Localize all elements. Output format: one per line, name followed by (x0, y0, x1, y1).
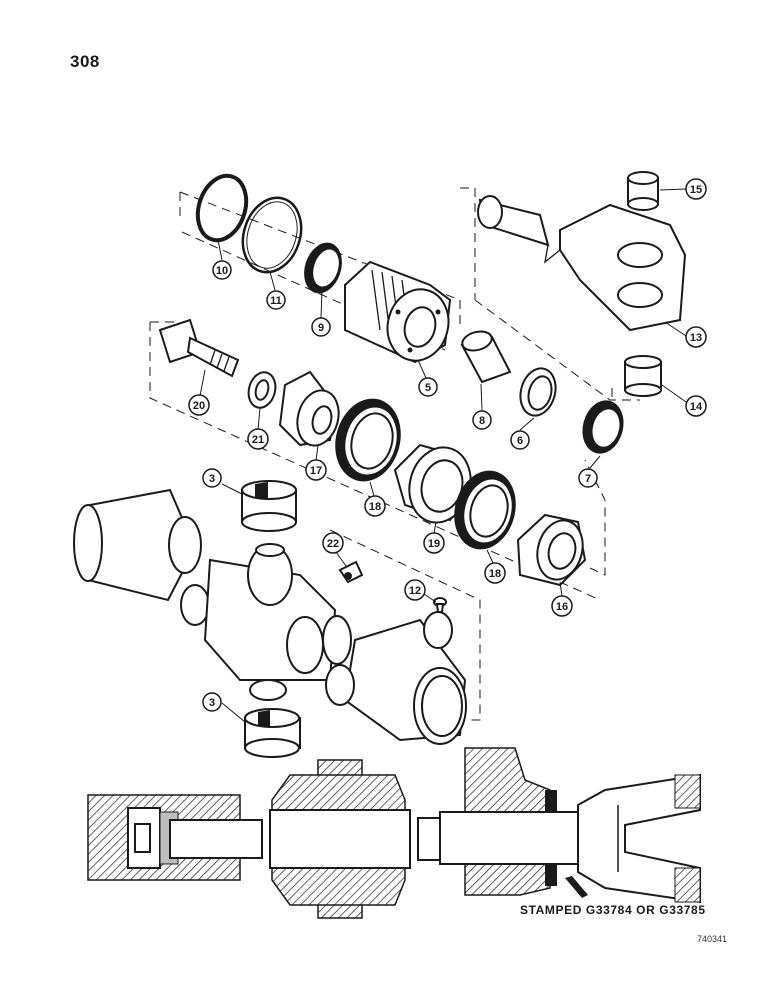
svg-text:20: 20 (193, 400, 205, 412)
part-6-wiper (519, 367, 557, 417)
stamp-note: STAMPED G33784 OR G33785 (520, 903, 706, 917)
part-8-bushing (460, 330, 512, 384)
part-19-piston (393, 443, 472, 524)
part-16-nut (516, 513, 587, 587)
part-12-screw (433, 597, 447, 613)
part-21-washer (247, 371, 277, 409)
svg-text:6: 6 (517, 435, 523, 447)
part-14-bushing (624, 355, 662, 397)
callout-13: 13 (685, 326, 707, 348)
callout-19: 19 (423, 532, 445, 554)
callout-17: 17 (305, 459, 327, 481)
part-3-bushing-upper (241, 480, 297, 532)
svg-text:17: 17 (310, 465, 322, 477)
leader-lines (199, 188, 687, 723)
callout-5: 5 (418, 377, 438, 397)
part-22-grease-fitting (338, 560, 364, 584)
callout-3-lower: 3 (202, 692, 222, 712)
svg-text:7: 7 (585, 473, 591, 485)
part-20-bolt (158, 318, 240, 378)
svg-text:9: 9 (318, 322, 324, 334)
part-3-bushing-lower (244, 708, 301, 758)
part-5-cylinder-gland (344, 260, 452, 364)
svg-text:19: 19 (428, 538, 440, 550)
callout-8: 8 (472, 410, 492, 430)
svg-text:11: 11 (270, 295, 282, 307)
callout-18-lower: 18 (484, 562, 506, 584)
callout-22: 22 (322, 532, 344, 554)
svg-text:5: 5 (425, 382, 431, 394)
svg-text:18: 18 (369, 501, 381, 513)
part-11-backup-ring (241, 196, 303, 274)
callout-10: 10 (212, 260, 232, 280)
callout-6: 6 (510, 430, 530, 450)
callout-21: 21 (247, 428, 269, 450)
svg-text:13: 13 (690, 332, 702, 344)
cylinder-trunnion-assembly (73, 488, 467, 745)
svg-text:8: 8 (479, 415, 485, 427)
svg-text:14: 14 (690, 401, 703, 413)
part-9-seal (304, 242, 342, 294)
callout-7: 7 (578, 468, 598, 488)
svg-text:15: 15 (690, 184, 702, 196)
callout-9: 9 (311, 317, 331, 337)
figure-id: 740341 (697, 934, 727, 944)
svg-text:3: 3 (209, 697, 215, 709)
callout-15: 15 (685, 178, 707, 200)
svg-text:18: 18 (489, 568, 501, 580)
callout-18-upper: 18 (364, 495, 386, 517)
part-18-seal-upper (335, 398, 401, 482)
part-17-spacer (278, 370, 340, 447)
svg-text:22: 22 (327, 538, 339, 550)
part-10-o-ring (195, 173, 249, 243)
part-15-bushing (627, 171, 659, 211)
callout-11: 11 (266, 290, 286, 310)
callout-16: 16 (551, 595, 573, 617)
svg-text:21: 21 (252, 434, 264, 446)
assembled-section-view (87, 747, 701, 919)
part-18-seal-lower (454, 470, 516, 550)
svg-text:3: 3 (209, 473, 215, 485)
callout-12: 12 (404, 579, 426, 601)
page-number: 308 (70, 52, 100, 71)
svg-text:12: 12 (409, 585, 421, 597)
part-7-rod-seal (582, 400, 624, 454)
svg-text:10: 10 (216, 265, 228, 277)
svg-text:16: 16 (556, 601, 568, 613)
part-13-rod-eye-clevis (477, 195, 687, 332)
callout-14: 14 (685, 395, 707, 417)
callout-3-upper: 3 (202, 468, 222, 488)
callout-20: 20 (188, 394, 210, 416)
